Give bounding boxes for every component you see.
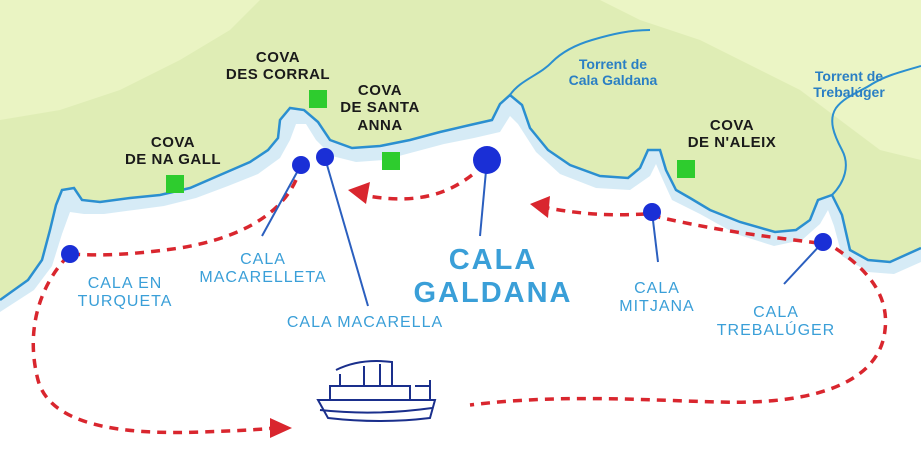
- main-beach-label: CALA GALDANA: [413, 244, 573, 310]
- land-highlight-west: [0, 0, 260, 120]
- beach-marker-icon: [316, 148, 334, 166]
- arrowhead-icon: [270, 418, 292, 438]
- beach-marker-icon: [643, 203, 661, 221]
- arrowhead-icon: [530, 196, 550, 218]
- beach-label-en-turqueta: CALA EN TURQUETA: [77, 275, 173, 311]
- beach-marker-icon: [292, 156, 310, 174]
- cave-label-santa-anna: COVA DE SANTA ANNA: [340, 82, 420, 134]
- arrowhead-icon: [348, 182, 370, 204]
- boat-route-east: [649, 213, 819, 245]
- boat-route-mitjana-to-galdana: [547, 206, 646, 217]
- cave-marker-icon: [677, 160, 695, 178]
- beach-marker-icon: [61, 245, 79, 263]
- cave-marker-icon: [309, 90, 327, 108]
- coastline: [0, 93, 921, 302]
- cave-label-n-aleix: COVA DE N'ALEIX: [687, 117, 777, 152]
- land-mass: [0, 0, 921, 300]
- boat-route-macarelleta-to-turqueta: [69, 179, 298, 257]
- beach-marker-icon: [473, 146, 501, 174]
- beach-label-trebaluger: CALA TREBALÚGER: [716, 304, 836, 340]
- cave-marker-icon: [166, 175, 184, 193]
- beach-label-macarelleta: CALA MACARELLETA: [199, 251, 327, 287]
- boat-route-north: [469, 238, 888, 407]
- land-highlight-east: [600, 0, 921, 160]
- stream-label-trebaluger: Torrent de Trebalúger: [813, 68, 885, 101]
- stream-trebaluger: [831, 65, 921, 196]
- stream-cala-galdana: [509, 29, 651, 96]
- beach-marker-icon: [814, 233, 832, 251]
- shallow-water: [0, 95, 921, 312]
- beach-label-mitjana: CALA MITJANA: [619, 280, 695, 316]
- cave-label-na-gall: COVA DE NA GALL: [124, 134, 222, 169]
- boat-icon: [316, 360, 437, 422]
- beach-label-macarella: CALA MACARELLA: [286, 314, 444, 331]
- stream-label-cala-galdana: Torrent de Cala Galdana: [568, 56, 658, 89]
- boat-route-west: [31, 254, 276, 435]
- cave-marker-icon: [382, 152, 400, 170]
- cave-label-des-corral: COVA DES CORRAL: [225, 49, 331, 84]
- leader-lines: [261, 157, 824, 307]
